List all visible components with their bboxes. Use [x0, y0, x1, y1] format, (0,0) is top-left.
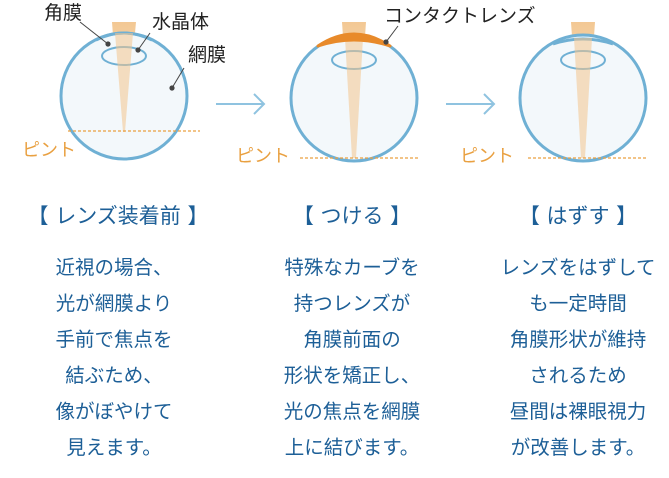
- desc-line: 角膜形状が維持: [509, 328, 647, 351]
- panel-heading-remove: 【 はずす 】: [518, 204, 638, 228]
- desc-line: 持つレンズが: [293, 292, 411, 315]
- panel-description-wear: 特殊なカーブを 持つレンズが 角膜前面の 形状を矯正し、 光の焦点を網膜 上に結…: [242, 250, 462, 466]
- desc-line: レンズをはずして: [500, 256, 656, 279]
- panel-heading-before: 【 レンズ装着前 】: [27, 204, 209, 228]
- beam-overlay: [574, 38, 592, 158]
- desc-line: 見えます。: [66, 436, 162, 459]
- beam-overlay: [345, 38, 363, 158]
- desc-line: も一定時間: [529, 292, 627, 315]
- chevron-right-arrow-icon: [446, 93, 496, 115]
- desc-line: 像がぼやけて: [55, 400, 173, 423]
- desc-line: 形状を矯正し、: [283, 364, 421, 387]
- desc-line: 光の焦点を網膜: [283, 400, 421, 423]
- eye-after-removal: [518, 22, 648, 163]
- eye-with-contact-lens: [289, 22, 419, 163]
- focus-label-3: ピント: [460, 146, 514, 167]
- cornea-label: 角膜: [44, 2, 83, 24]
- cornea-pointer: [79, 21, 109, 45]
- beam-overlay: [115, 33, 133, 132]
- desc-line: 特殊なカーブを: [284, 256, 420, 279]
- lens-dot: [135, 47, 141, 53]
- desc-line: 手前で焦点を: [55, 328, 173, 351]
- panel-description-before: 近視の場合、 光が網膜より 手前で焦点を 結ぶため、 像がぼやけて 見えます。: [4, 250, 224, 466]
- desc-line: 光が網膜より: [55, 292, 173, 315]
- contact-lens-dot: [383, 39, 389, 45]
- lens-pointer: [137, 32, 151, 51]
- desc-line: 昼間は裸眼視力: [509, 400, 647, 423]
- retina-label: 網膜: [188, 44, 227, 66]
- desc-line: 近視の場合、: [55, 256, 173, 279]
- desc-line: 角膜前面の: [303, 328, 401, 351]
- retina-dot: [169, 85, 175, 91]
- desc-line: されるため: [529, 364, 627, 387]
- cornea-dot: [105, 41, 111, 47]
- lens-label: 水晶体: [152, 11, 210, 33]
- desc-line: 上に結びます。: [284, 436, 420, 459]
- eye-before-lens: [59, 21, 200, 161]
- desc-line: が改善します。: [510, 436, 646, 459]
- chevron-right-arrow-icon: [216, 93, 266, 115]
- contact-lens-label: コンタクトレンズ: [384, 5, 536, 27]
- panel-description-remove: レンズをはずして も一定時間 角膜形状が維持 されるため 昼間は裸眼視力 が改善…: [468, 250, 669, 466]
- focus-label-2: ピント: [236, 146, 290, 167]
- contact-lens: [316, 32, 392, 48]
- panel-heading-wear: 【 つける 】: [292, 204, 412, 228]
- focus-label-1: ピント: [22, 140, 76, 161]
- contact-lens-pointer: [385, 25, 399, 43]
- retina-pointer: [171, 67, 185, 89]
- desc-line: 結ぶため、: [65, 364, 163, 387]
